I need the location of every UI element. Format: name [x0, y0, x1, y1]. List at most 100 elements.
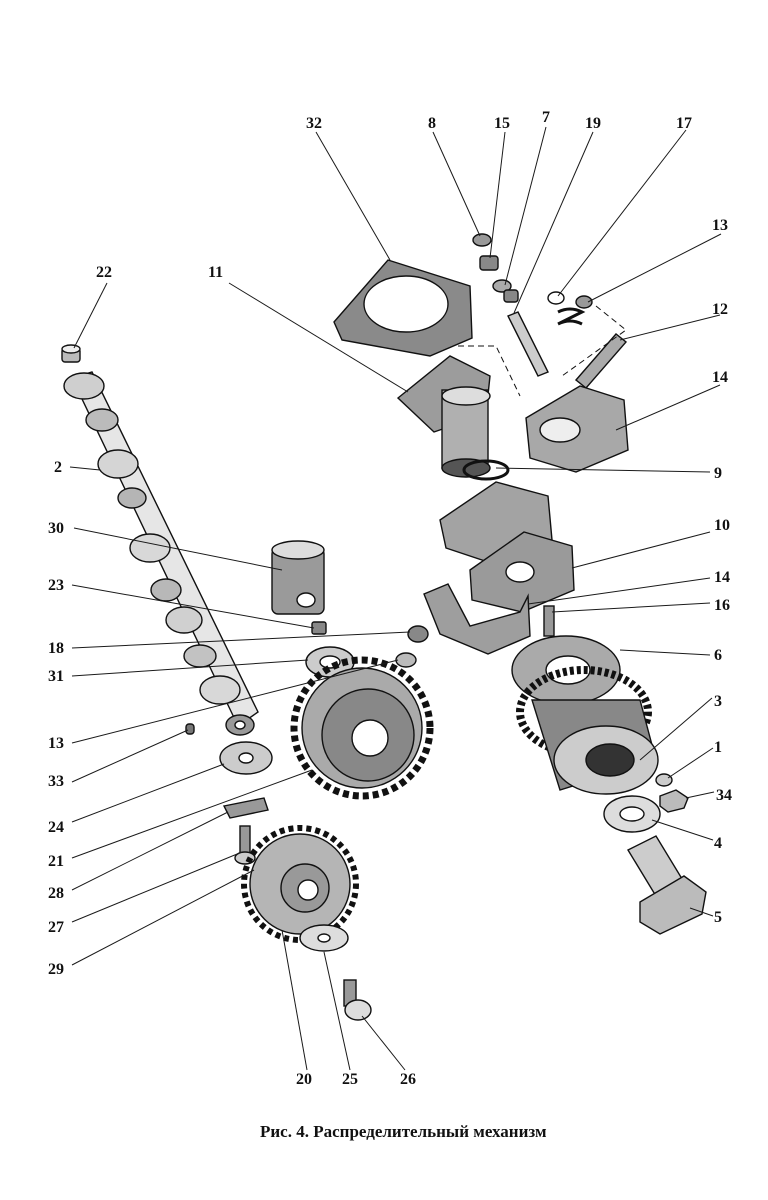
callout-30: 30 [48, 520, 64, 537]
part-26-screw [343, 979, 372, 1021]
part-25-washer [299, 924, 349, 952]
callout-11: 11 [208, 264, 223, 281]
callout-17: 17 [676, 115, 692, 132]
leader-32 [315, 131, 391, 261]
part-13-washer-top [557, 295, 593, 326]
callout-28: 28 [48, 885, 64, 902]
callout-33: 33 [48, 773, 64, 790]
part-28-plate [222, 797, 269, 819]
part-18-spring [407, 625, 429, 643]
leader-6 [619, 649, 711, 656]
leader-11 [228, 282, 409, 393]
part-24-washer [219, 741, 273, 775]
leader-20 [281, 929, 308, 1071]
part-16-stud [543, 605, 555, 637]
part-10-flange [469, 531, 575, 613]
assembly-guide-lines [458, 305, 627, 397]
callout-32: 32 [306, 115, 322, 132]
leader-31 [71, 659, 309, 677]
leader-26 [361, 1015, 406, 1071]
callout-6: 6 [714, 647, 722, 664]
leader-22 [73, 282, 108, 349]
callout-7: 7 [542, 109, 550, 126]
leader-3 [639, 697, 713, 761]
callout-14-lower: 14 [714, 569, 730, 586]
callout-8: 8 [428, 115, 436, 132]
leader-7 [504, 126, 547, 286]
callout-29: 29 [48, 961, 64, 978]
leader-17 [557, 129, 687, 297]
leader-16 [551, 602, 711, 613]
leader-25 [323, 951, 351, 1071]
part-34-nut [659, 789, 689, 813]
leader-5 [689, 907, 714, 917]
leader-27 [71, 851, 243, 923]
figure-caption: Рис. 4. Распределительный механизм [260, 1122, 547, 1141]
part-27-bolt [234, 825, 256, 865]
leader-30 [73, 527, 283, 571]
callout-2: 2 [54, 459, 62, 476]
leader-21 [71, 769, 313, 859]
leader-1 [667, 747, 714, 779]
leader-29 [71, 869, 255, 966]
leader-lines [69, 126, 722, 1071]
part-12-pin [574, 333, 628, 389]
part-7-washer [492, 279, 519, 303]
part-22-plug [61, 344, 81, 363]
callout-labels: 22 11 32 8 15 7 19 17 13 12 14 9 10 14 1… [48, 109, 732, 1088]
callout-31: 31 [48, 668, 64, 685]
leader-14-upper [615, 384, 721, 431]
callout-3: 3 [714, 693, 722, 710]
leader-28 [71, 811, 229, 891]
callout-9: 9 [714, 465, 722, 482]
callout-1: 1 [714, 739, 722, 756]
part-20-gear [241, 825, 359, 943]
leader-9 [495, 467, 711, 473]
leader-24 [71, 763, 225, 823]
leader-18 [71, 631, 411, 649]
part-9-ring [462, 459, 510, 481]
leader-19 [513, 131, 594, 314]
callout-13-lower: 13 [48, 735, 64, 752]
part-3-hub-gear [516, 666, 659, 795]
callout-5: 5 [714, 909, 722, 926]
callout-25: 25 [342, 1071, 358, 1088]
leader-12 [619, 314, 721, 341]
callout-20: 20 [296, 1071, 312, 1088]
callout-14-upper: 14 [712, 369, 728, 386]
camshaft [63, 371, 259, 736]
callout-16: 16 [714, 597, 730, 614]
part-32-gasket [333, 259, 473, 357]
leader-4 [651, 819, 714, 841]
callout-23: 23 [48, 577, 64, 594]
callout-19: 19 [585, 115, 601, 132]
part-8-nut [472, 233, 492, 247]
callout-22: 22 [96, 264, 112, 281]
part-30-pusher [271, 540, 325, 615]
leader-14-lower [527, 577, 711, 605]
leader-13-top [587, 233, 722, 303]
leader-33 [71, 729, 189, 783]
leader-13-lower [71, 659, 399, 744]
part-14-bearing-lower [423, 583, 531, 655]
callout-21: 21 [48, 853, 64, 870]
leader-2 [69, 466, 101, 471]
part-21-gear [290, 656, 434, 800]
part-33-key [185, 723, 195, 735]
callout-34: 34 [716, 787, 732, 804]
leader-34 [685, 791, 715, 799]
part-4-washer [603, 795, 661, 833]
leader-23 [71, 584, 315, 629]
part-19-axle [507, 311, 549, 377]
part-13-washer-lower [395, 652, 417, 668]
part-11-bracket [396, 355, 491, 478]
part-14-bearing-upper [525, 385, 629, 473]
leader-10 [571, 531, 711, 569]
leader-15 [489, 131, 506, 259]
part-23 [311, 621, 327, 635]
leader-8 [432, 131, 481, 237]
part-5-bolt [627, 835, 707, 935]
callout-26: 26 [400, 1071, 416, 1088]
